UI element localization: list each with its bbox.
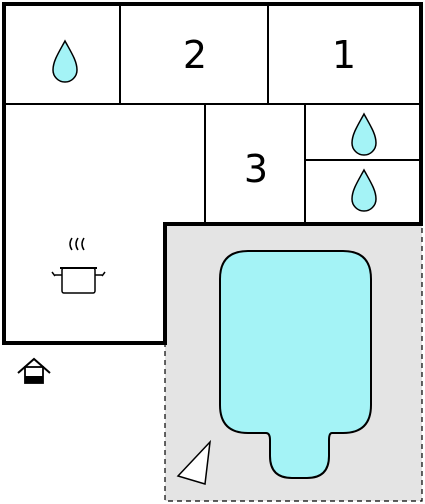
water-drop-icon	[351, 168, 377, 212]
cooking-pot-icon	[51, 237, 106, 294]
house-entrance-icon	[17, 357, 51, 384]
north-arrow-icon	[176, 439, 212, 485]
interior-walls	[4, 4, 421, 224]
pool	[219, 250, 372, 479]
room-number-1: 1	[332, 33, 356, 77]
water-drop-icon	[52, 39, 78, 83]
room-number-3: 3	[244, 147, 268, 191]
water-drop-icon	[351, 112, 377, 156]
room-number-2: 2	[183, 33, 207, 77]
building-outline	[2, 2, 423, 345]
